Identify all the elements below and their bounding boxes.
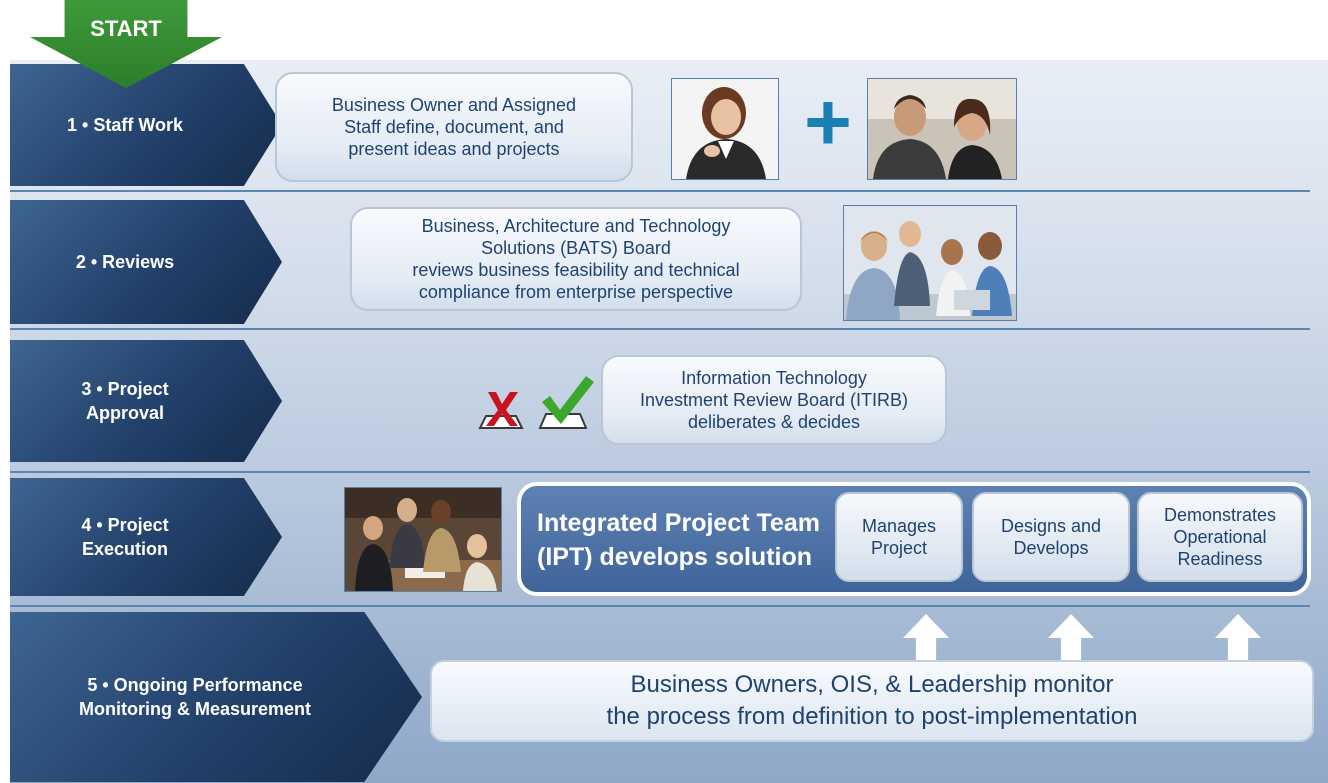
- monitoring-box: Business Owners, OIS, & Leadership monit…: [430, 660, 1314, 742]
- approve-check-icon: [536, 372, 596, 434]
- itirb-box: Information Technology Investment Review…: [601, 355, 947, 445]
- ipt-step-designs: Designs and Develops: [972, 492, 1130, 582]
- step-label-2: 2 • Reviews: [75, 252, 175, 272]
- plus-icon: +: [804, 77, 852, 168]
- person-photo-icon: [671, 78, 779, 180]
- step-chevron-3: [10, 340, 282, 462]
- ipt-title: Integrated Project Team (IPT) develops s…: [537, 509, 820, 571]
- row-divider: [10, 328, 1310, 330]
- bats-board-box: Business, Architecture and Technology So…: [350, 207, 802, 311]
- reject-x-icon: [476, 388, 526, 434]
- ipt-step-demonstrates: Demonstrates Operational Readiness: [1137, 492, 1303, 582]
- team-working-photo-icon: [344, 487, 502, 592]
- ipt-step-manages: Manages Project: [835, 492, 963, 582]
- step-chevron-5: [10, 612, 422, 782]
- step-label-3: 3 • Project Approval: [81, 379, 169, 423]
- start-label: START: [90, 16, 162, 41]
- meeting-photo-icon: [843, 205, 1017, 321]
- step-chevron-1: [10, 64, 282, 186]
- step-chevron-2: [10, 200, 282, 324]
- step-label-4: 4 • Project Execution: [81, 515, 169, 559]
- step-label-1: 1 • Staff Work: [67, 115, 183, 135]
- staff-work-box: Business Owner and Assigned Staff define…: [275, 72, 633, 182]
- row-divider: [10, 471, 1310, 473]
- row-divider: [10, 190, 1310, 192]
- step-label-5: 5 • Ongoing Performance Monitoring & Mea…: [78, 675, 311, 719]
- row-divider: [10, 605, 1310, 607]
- team-photo-icon: [867, 78, 1017, 180]
- step-chevron-4: [10, 478, 282, 596]
